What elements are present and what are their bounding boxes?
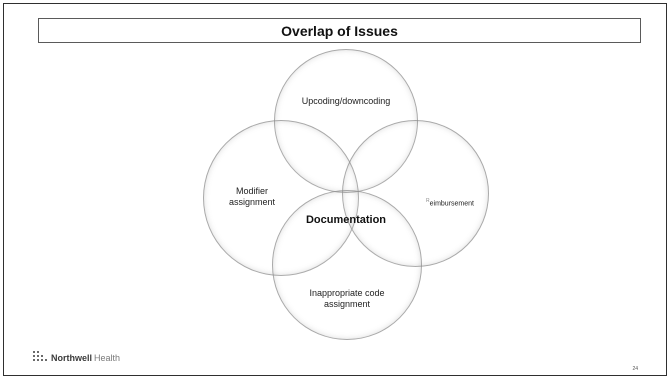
venn-label-inappropriate-code: Inappropriate code assignment <box>309 288 385 309</box>
venn-diagram: Upcoding/downcoding Modifier assignment … <box>4 4 668 377</box>
northwell-logo-icon <box>33 351 47 361</box>
venn-circle-inappropriate-code <box>272 190 422 340</box>
northwell-logo: Northwell Health <box>32 350 120 363</box>
venn-center-label: Documentation <box>305 214 387 226</box>
title-box: Overlap of Issues <box>38 18 641 43</box>
logo-brand-bold: Northwell <box>51 353 93 363</box>
venn-label-reimbursement: Reimbursement <box>414 196 486 209</box>
venn-label-reimbursement-prefix: R <box>426 198 430 204</box>
logo-brand-light: Health <box>94 353 121 363</box>
page-number: 24 <box>632 366 638 372</box>
slide: Overlap of Issues Upcoding/downcoding Mo… <box>3 3 667 376</box>
venn-label-upcoding: Upcoding/downcoding <box>301 96 391 106</box>
venn-label-modifier: Modifier assignment <box>228 186 276 207</box>
slide-title: Overlap of Issues <box>281 22 398 39</box>
venn-label-reimbursement-text: eimbursement <box>429 200 474 208</box>
